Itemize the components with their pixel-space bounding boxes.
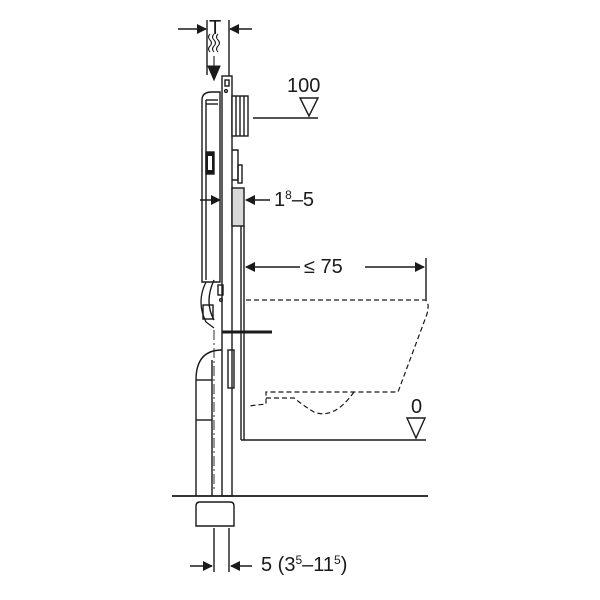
installation-frame: [195, 75, 272, 497]
t-dimension-label: T: [209, 17, 222, 39]
floor-level-label: 0: [411, 396, 423, 418]
level-100-label: 100: [287, 75, 321, 97]
wc-bowl-outline: [246, 299, 429, 415]
bottom-offset-label: 5 (35–115): [261, 552, 348, 576]
wall-cladding-label: 18–5: [274, 187, 315, 211]
bottom-offset-dimension: [190, 528, 252, 572]
bowl-projection-label: ≤ 75: [304, 256, 343, 278]
bowl-projection-dimension: [245, 258, 427, 300]
ventilation-icon: [207, 33, 221, 82]
level-100-marker: [253, 97, 320, 119]
t-dimension: [178, 20, 252, 85]
